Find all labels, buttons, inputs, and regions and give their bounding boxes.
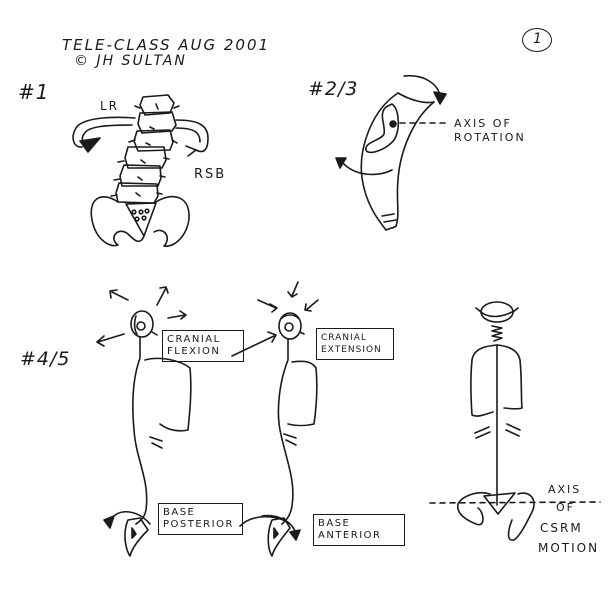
cranial-flexion-line-2: FLEXION xyxy=(167,346,221,357)
figure-2-number: #2/3 xyxy=(308,78,359,100)
axis-csrm-line-2: OF xyxy=(556,501,575,514)
flexion-figure xyxy=(96,286,277,557)
base-posterior-line-2: POSTERIOR xyxy=(163,519,234,530)
base-anterior-line-1: BASE xyxy=(318,518,351,529)
base-posterior-line-1: BASE xyxy=(163,507,196,518)
label-lr: LR xyxy=(100,99,120,113)
axis-of-rotation-line-1: AXIS OF xyxy=(454,117,512,130)
base-anterior-box: BASE ANTERIOR xyxy=(313,514,405,546)
rsb-sidebend-arrow xyxy=(175,119,209,157)
bone-rotation-drawing xyxy=(335,74,449,231)
spine-drawing xyxy=(90,94,190,247)
base-anterior-line-2: ANTERIOR xyxy=(318,530,382,541)
title-line-1: TELE-CLASS AUG 2001 xyxy=(62,36,271,54)
cranial-extension-line-2: EXTENSION xyxy=(321,345,382,355)
base-posterior-box: BASE POSTERIOR xyxy=(158,503,243,535)
axis-csrm-line-1: AXIS xyxy=(548,483,582,496)
page-number: 1 xyxy=(533,31,542,47)
axis-of-rotation-line-2: ROTATION xyxy=(454,131,526,144)
csrm-axis-figure xyxy=(429,301,601,541)
axis-csrm-line-4: MOTION xyxy=(538,541,600,555)
figure-1-number: #1 xyxy=(18,80,50,104)
cranial-flexion-box: CRANIAL FLEXION xyxy=(162,330,244,362)
axis-csrm-line-3: CSRM xyxy=(540,521,583,535)
cranial-flexion-line-1: CRANIAL xyxy=(167,334,221,345)
page-number-circle xyxy=(522,28,552,52)
cranial-extension-line-1: CRANIAL xyxy=(321,333,367,343)
title-line-2: © JH SULTAN xyxy=(74,53,187,69)
extension-figure xyxy=(239,281,319,557)
figure-3-number: #4/5 xyxy=(20,348,71,370)
lr-rotation-arrow xyxy=(72,116,136,153)
cranial-extension-box: CRANIAL EXTENSION xyxy=(316,328,394,360)
label-rsb: RSB xyxy=(194,167,227,182)
